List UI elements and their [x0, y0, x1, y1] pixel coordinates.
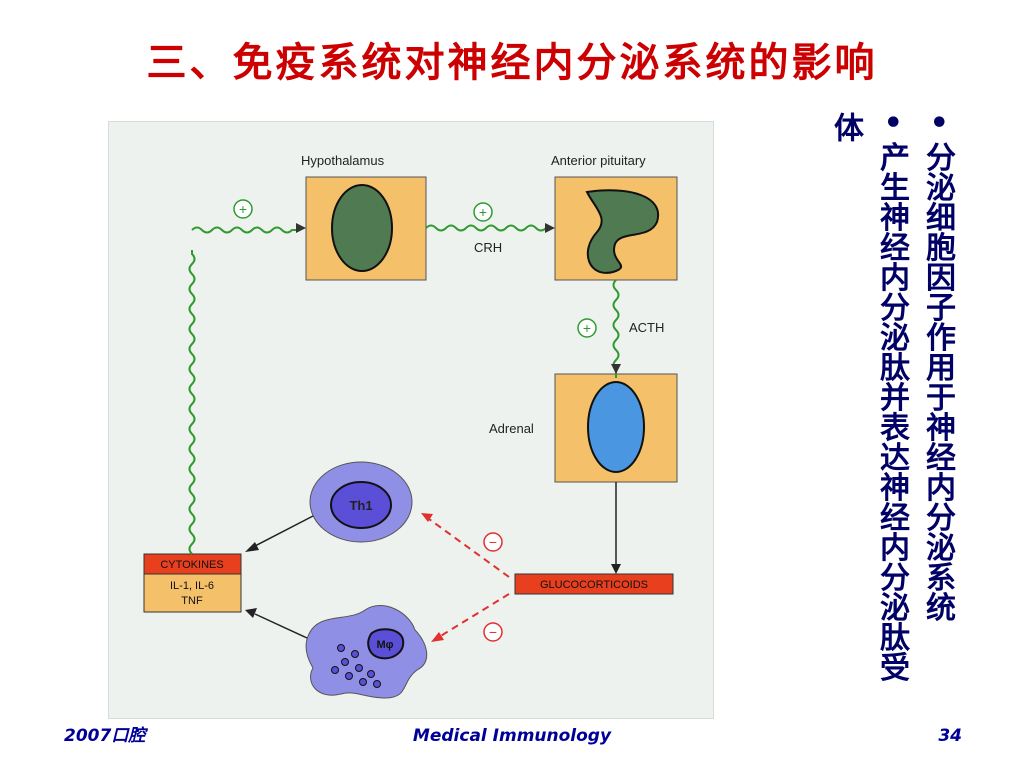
- acth-plus-icon: [577, 318, 597, 338]
- adrenal-shape: [587, 381, 645, 473]
- bullet-dot: •: [920, 112, 955, 132]
- crh-arrowhead: [545, 223, 555, 233]
- glucocorticoids-box: [514, 573, 674, 595]
- macrophage-label: Mφ: [376, 639, 393, 651]
- acth-label: ACTH: [629, 320, 664, 335]
- crh-signal-line: [425, 224, 551, 232]
- inhibit-th1-minus-icon: [483, 532, 503, 552]
- cytokines-line1: IL-1, IL-6: [170, 580, 214, 592]
- crh-plus-sign: +: [479, 204, 487, 220]
- macrophage-cytokines-arrowhead: [245, 608, 257, 618]
- cytokines-title: CYTOKINES: [160, 559, 223, 571]
- macrophage-granules: [331, 644, 381, 688]
- inhibit-th1-line: [428, 518, 510, 578]
- bullet-dot: •: [874, 112, 909, 132]
- inhibit-th1-minus-sign: −: [489, 534, 497, 550]
- pituitary-shape: [585, 189, 660, 274]
- inhibit-macrophage-line: [438, 593, 510, 638]
- bullet-item-2: • 产生神经内分泌肽并表达神经内分泌肽受体: [822, 112, 914, 702]
- slide-title: 三、免疫系统对神经内分泌系统的影响: [146, 39, 878, 86]
- hpa-axis-figure: Hypothalamus Anterior pituitary Adrenal …: [108, 121, 714, 719]
- th1-nucleus: [330, 481, 392, 529]
- hypothalamus-shape: [331, 184, 393, 272]
- glucocorticoids-label: GLUCOCORTICOIDS: [540, 579, 648, 591]
- footer-course: 2007口腔: [64, 726, 146, 746]
- th1-cytokines-arrowhead: [245, 542, 259, 552]
- footer-subject: Medical Immunology: [412, 726, 612, 746]
- bullet-text-1: 分泌细胞因子作用于神经内分泌系统: [920, 141, 955, 622]
- macrophage-nucleus: [367, 628, 405, 660]
- cytokine-plus-sign: +: [239, 201, 247, 217]
- inhibit-th1-arrowhead: [421, 513, 433, 522]
- macrophage-cell: [305, 605, 428, 699]
- acth-arrowhead: [611, 364, 621, 374]
- th1-label: Th1: [349, 498, 372, 513]
- acth-plus-sign: +: [583, 320, 591, 336]
- glucocorticoids-arrowhead: [611, 564, 621, 574]
- macrophage-to-cytokines-line: [254, 613, 308, 639]
- th1-to-cytokines-line: [252, 515, 314, 548]
- hypothalamus-label: Hypothalamus: [301, 153, 385, 168]
- bullet-item-1: • 分泌细胞因子作用于神经内分泌系统: [914, 112, 960, 702]
- hypothalamus-arrowhead: [296, 223, 306, 233]
- cytokines-box: [143, 573, 242, 613]
- crh-label: CRH: [474, 240, 502, 255]
- cytokines-line2: TNF: [181, 595, 203, 607]
- anterior-pituitary-label: Anterior pituitary: [551, 153, 646, 168]
- inhibit-macrophage-minus-sign: −: [489, 624, 497, 640]
- cytokine-signal-horizontal: [191, 226, 296, 234]
- inhibit-macrophage-arrowhead: [431, 632, 444, 642]
- bullet-list: • 分泌细胞因子作用于神经内分泌系统 • 产生神经内分泌肽并表达神经内分泌肽受体: [822, 112, 960, 702]
- footer-page-number: 34: [938, 726, 962, 746]
- cytokine-plus-icon: [233, 199, 253, 219]
- cytokine-signal-vertical: [188, 250, 196, 555]
- crh-plus-icon: [473, 202, 493, 222]
- hpa-axis-diagram: Hypothalamus Anterior pituitary Adrenal …: [143, 153, 678, 699]
- inhibit-macrophage-minus-icon: [483, 622, 503, 642]
- bullet-text-2: 产生神经内分泌肽并表达神经内分泌肽受体: [828, 112, 909, 682]
- adrenal-label: Adrenal: [489, 421, 534, 436]
- acth-signal-line: [612, 279, 620, 378]
